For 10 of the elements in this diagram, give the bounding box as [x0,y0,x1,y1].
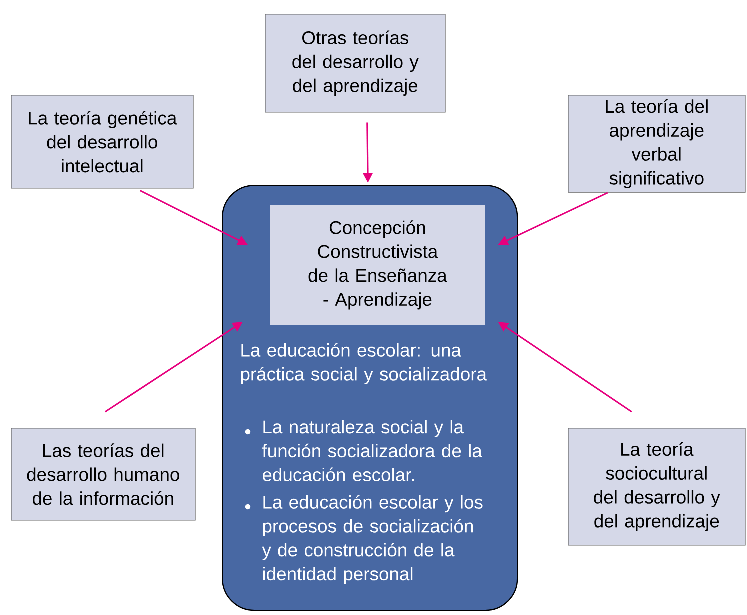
text-box: Las teorías del desarrollo humano de la información [11,428,196,521]
node-label: La naturaleza social y la función socializadora de la educación escolar. [262,420,482,482]
node-label: La educación escolar: una práctica social y socializadora [241,343,488,385]
text-box: Otras teorías del desarrollo y del aprendizaje [265,14,446,113]
text-box: La teoría del aprendizaje verbal significativo [568,95,746,193]
text-box: La teoría sociocultural del desarrollo y del aprendizaje [568,428,746,546]
body-text: La educación escolar: una práctica social y socializadora La naturaleza social y la función socializadora de la educación escolar. La educación escolar y los procesos de socialización y de construcción de la identidad personal [241,343,488,584]
text-box: Concepción Constructivista de la Enseñanza - Aprendizaje [270,205,486,326]
text-box: La teoría genética del desarrollo intelectual [11,95,194,189]
node-label: La educación escolar y los procesos de socialización y de construcción de la identidad personal [262,495,483,584]
